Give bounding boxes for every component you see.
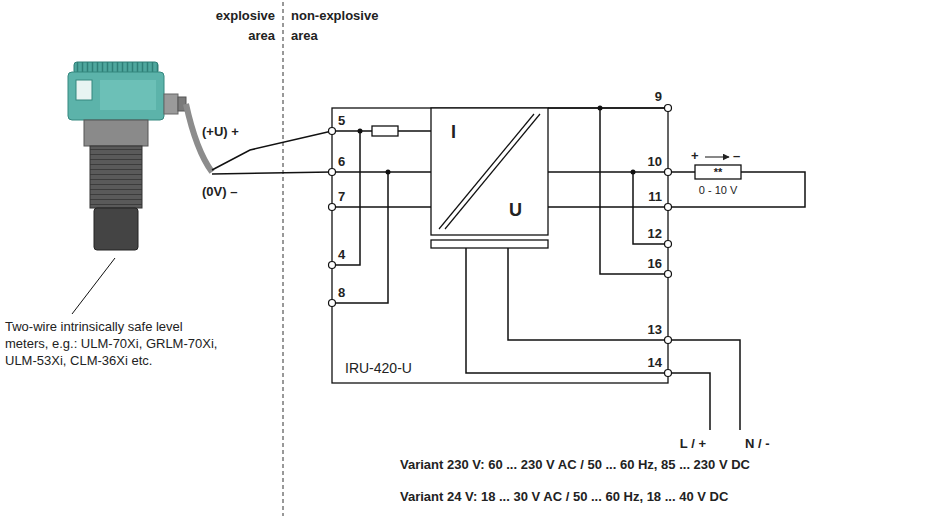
node-text: I bbox=[451, 122, 456, 142]
converter-housing: IUIRU-420-U bbox=[332, 108, 668, 383]
label-text: (0V) – bbox=[202, 183, 237, 200]
outline-rect bbox=[695, 165, 741, 179]
load-resistor: ** bbox=[695, 165, 741, 179]
node-text: IRU-420-U bbox=[345, 360, 412, 376]
label-text: L / + bbox=[680, 435, 706, 452]
label-text: + bbox=[691, 147, 699, 164]
terminal-number: 12 bbox=[648, 225, 662, 242]
signal-wire bbox=[548, 171, 695, 173]
terminal-number: 5 bbox=[338, 112, 345, 129]
terminal bbox=[329, 300, 336, 307]
terminal-number: 10 bbox=[648, 153, 662, 170]
terminal bbox=[329, 128, 336, 135]
label-text: Variant 24 V: 18 ... 30 V AC / 50 ... 60… bbox=[400, 488, 728, 505]
terminal bbox=[329, 169, 336, 176]
node-text: U bbox=[509, 200, 522, 220]
terminal-number: 13 bbox=[648, 321, 662, 338]
terminal bbox=[665, 105, 672, 112]
divider-line bbox=[439, 114, 534, 229]
terminal-number: 8 bbox=[338, 284, 345, 301]
terminal-number: 14 bbox=[648, 354, 662, 371]
terminal bbox=[665, 370, 672, 377]
terminal-number: 6 bbox=[338, 153, 345, 170]
terminal bbox=[665, 241, 672, 248]
terminal-number: 4 bbox=[338, 246, 345, 263]
zone-boundary bbox=[283, 2, 284, 516]
node-text: ** bbox=[695, 165, 741, 179]
label-text: 0 - 10 V bbox=[699, 182, 738, 199]
terminal bbox=[665, 169, 672, 176]
terminal bbox=[329, 204, 336, 211]
terminal-number: 9 bbox=[655, 88, 662, 105]
label-text: (+U) + bbox=[202, 123, 239, 140]
wires bbox=[72, 108, 740, 430]
label-text: Two-wire intrinsically safe level meters… bbox=[5, 318, 220, 369]
converter-block: IU bbox=[431, 108, 548, 235]
level-meter bbox=[68, 62, 212, 250]
power-supply-bar bbox=[431, 240, 548, 248]
outline-rect bbox=[332, 108, 668, 383]
outline-rect bbox=[431, 108, 548, 235]
label-text: – bbox=[733, 147, 740, 164]
terminal bbox=[665, 271, 672, 278]
label-text: non-explosive area bbox=[291, 6, 391, 46]
terminal bbox=[329, 262, 336, 269]
terminal-number: 7 bbox=[338, 188, 345, 205]
terminal bbox=[665, 204, 672, 211]
label-text: N / - bbox=[745, 435, 770, 452]
resistor-symbol bbox=[372, 126, 398, 136]
terminal bbox=[665, 337, 672, 344]
signal-wire bbox=[548, 172, 805, 207]
terminal-number: 11 bbox=[648, 188, 662, 205]
terminal-number: 16 bbox=[648, 255, 662, 272]
label-text: Variant 230 V: 60 ... 230 V AC / 50 ... … bbox=[400, 456, 750, 473]
node-outline bbox=[431, 108, 548, 235]
divider-line bbox=[445, 114, 540, 229]
label-text: explosive area bbox=[203, 6, 275, 46]
